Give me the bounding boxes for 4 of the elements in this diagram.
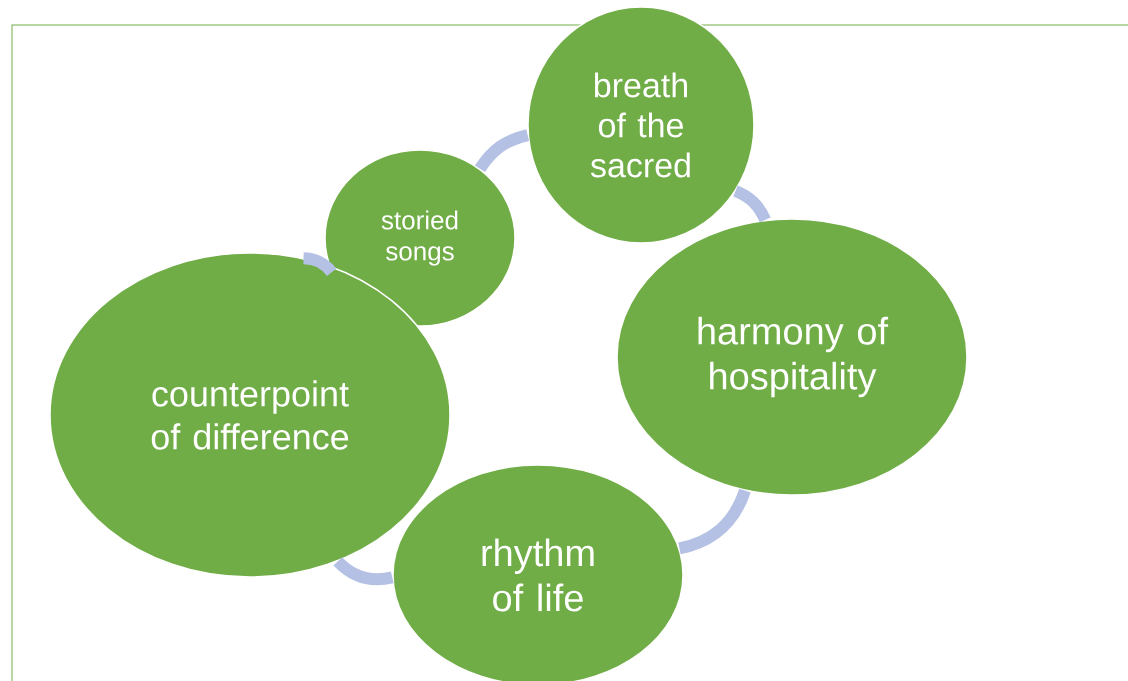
ring-segment bbox=[475, 129, 530, 173]
ring-segment bbox=[678, 488, 751, 555]
ring-segment bbox=[303, 252, 337, 277]
ring-segment bbox=[733, 185, 771, 223]
